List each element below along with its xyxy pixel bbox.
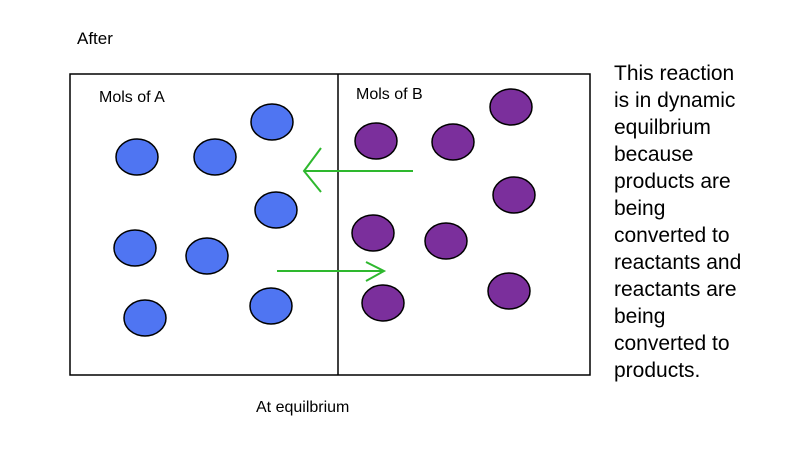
explanation-line: is in dynamic — [614, 89, 736, 112]
reactant-particle — [249, 287, 293, 325]
explanation-line: reactants and — [614, 251, 742, 274]
product-particle — [424, 222, 468, 260]
explanation-line: because — [614, 143, 694, 166]
explanation-line: converted to — [614, 224, 730, 247]
product-particle — [487, 272, 531, 310]
product-particle — [431, 123, 475, 161]
explanation-text: This reaction is in dynamic equilbrium b… — [614, 60, 800, 384]
product-particle — [354, 122, 398, 160]
explanation-line: products. — [614, 359, 701, 382]
product-particle — [492, 176, 536, 214]
state-label: After — [77, 29, 113, 48]
product-particles — [351, 88, 536, 322]
reverse-arrow-head — [302, 147, 322, 193]
reactant-box-label: Mols of A — [99, 89, 165, 106]
reaction-container-box — [69, 73, 591, 376]
product-box-label: Mols of B — [356, 86, 423, 103]
reactant-particle — [115, 138, 159, 176]
reactant-particle — [193, 138, 237, 176]
explanation-line: being — [614, 305, 666, 328]
reactant-particles — [113, 103, 298, 337]
explanation-line: This reaction — [614, 62, 735, 85]
reactant-particle — [254, 191, 298, 229]
explanation-line: being — [614, 197, 666, 220]
explanation-line: converted to — [614, 332, 730, 355]
product-particle — [489, 88, 533, 126]
forward-arrow-head — [365, 261, 387, 282]
reactant-particle — [250, 103, 294, 141]
explanation-line: reactants are — [614, 278, 737, 301]
reactant-particle — [113, 229, 157, 267]
reactant-particle — [123, 299, 167, 337]
diagram-caption: At equilbrium — [256, 399, 350, 416]
explanation-line: products are — [614, 170, 731, 193]
explanation-line: equilbrium — [614, 116, 711, 139]
product-particle — [351, 214, 395, 252]
reverse-reaction-arrow — [302, 147, 413, 193]
product-particle — [361, 284, 405, 322]
reactant-particle — [185, 237, 229, 275]
forward-reaction-arrow — [277, 261, 387, 282]
